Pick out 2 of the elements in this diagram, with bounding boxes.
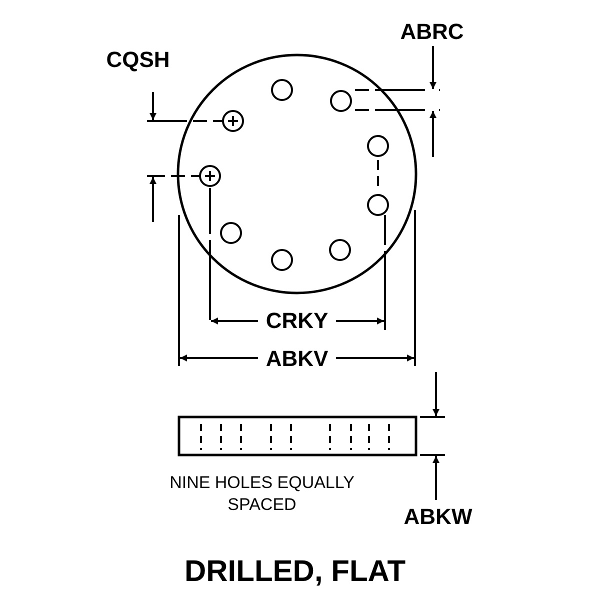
drawing-title: DRILLED, FLAT xyxy=(184,557,406,587)
note-text: NINE HOLES EQUALLY SPACED xyxy=(168,472,356,516)
